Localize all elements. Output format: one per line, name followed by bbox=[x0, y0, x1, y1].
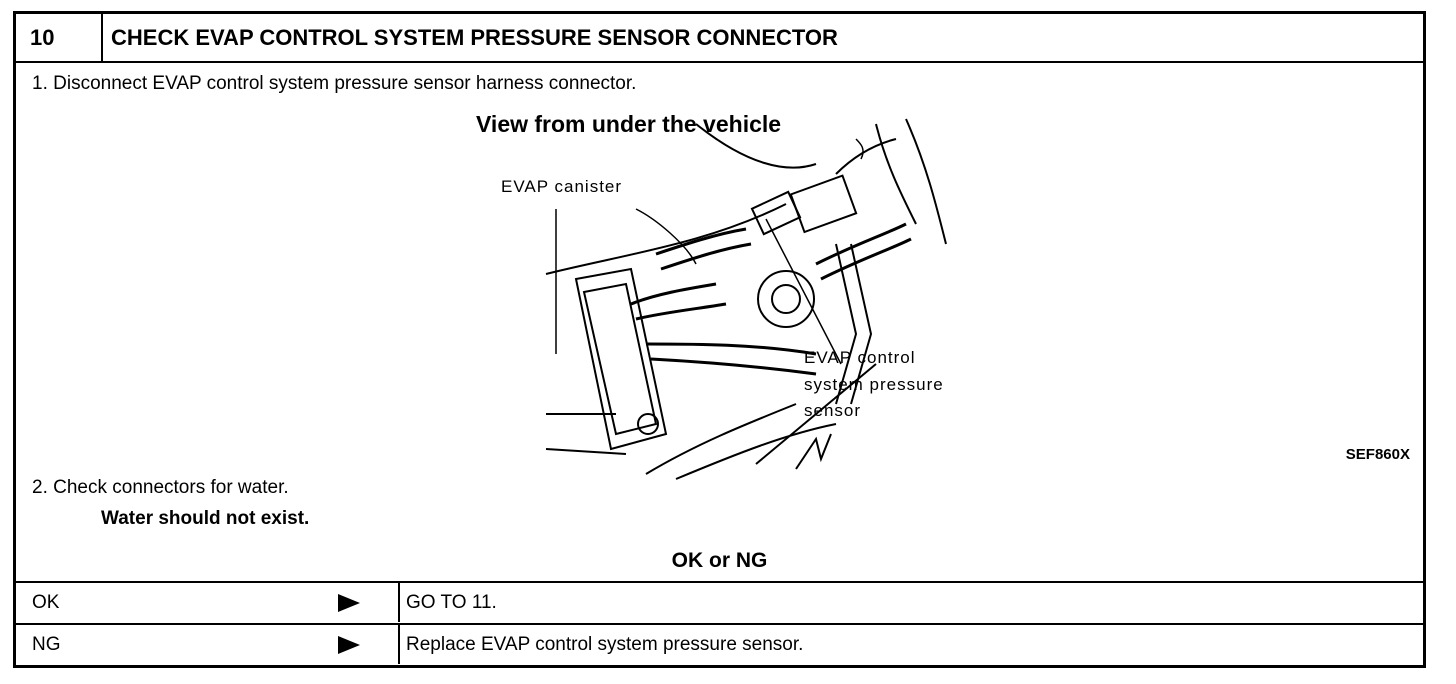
label-evap-canister: EVAP canister bbox=[501, 177, 623, 196]
step-header: 10 CHECK EVAP CONTROL SYSTEM PRESSURE SE… bbox=[16, 14, 1423, 63]
result-row-ok: OK GO TO 11. bbox=[16, 581, 1423, 622]
instruction-step-2: 2. Check connectors for water. bbox=[32, 477, 289, 498]
figure-code: SEF860X bbox=[1345, 446, 1410, 463]
arrow-right-icon bbox=[338, 636, 360, 654]
step-number: 10 bbox=[16, 14, 103, 61]
arrow-right-icon bbox=[338, 594, 360, 612]
result-action: GO TO 11. bbox=[406, 592, 497, 613]
column-divider bbox=[398, 583, 400, 622]
result-action: Replace EVAP control system pressure sen… bbox=[406, 634, 804, 655]
instruction-step-1: 1. Disconnect EVAP control system pressu… bbox=[32, 73, 637, 94]
figure-title: View from under the vehicle bbox=[476, 111, 782, 137]
specification: Water should not exist. bbox=[101, 508, 310, 529]
label-sensor-line-3: sensor bbox=[804, 401, 862, 420]
label-sensor-line-2: system pressure bbox=[804, 375, 944, 394]
label-sensor-line-1: EVAP control bbox=[804, 348, 916, 367]
evap-sensor-illustration bbox=[545, 118, 947, 480]
step-title: CHECK EVAP CONTROL SYSTEM PRESSURE SENSO… bbox=[111, 25, 838, 50]
decision-title: OK or NG bbox=[671, 549, 768, 572]
result-condition: OK bbox=[32, 592, 60, 613]
result-condition: NG bbox=[32, 634, 61, 655]
column-divider bbox=[398, 625, 400, 664]
diagnostic-procedure-table: 10 CHECK EVAP CONTROL SYSTEM PRESSURE SE… bbox=[13, 11, 1426, 668]
illustration-area bbox=[456, 104, 996, 484]
result-row-ng: NG Replace EVAP control system pressure … bbox=[16, 623, 1423, 664]
